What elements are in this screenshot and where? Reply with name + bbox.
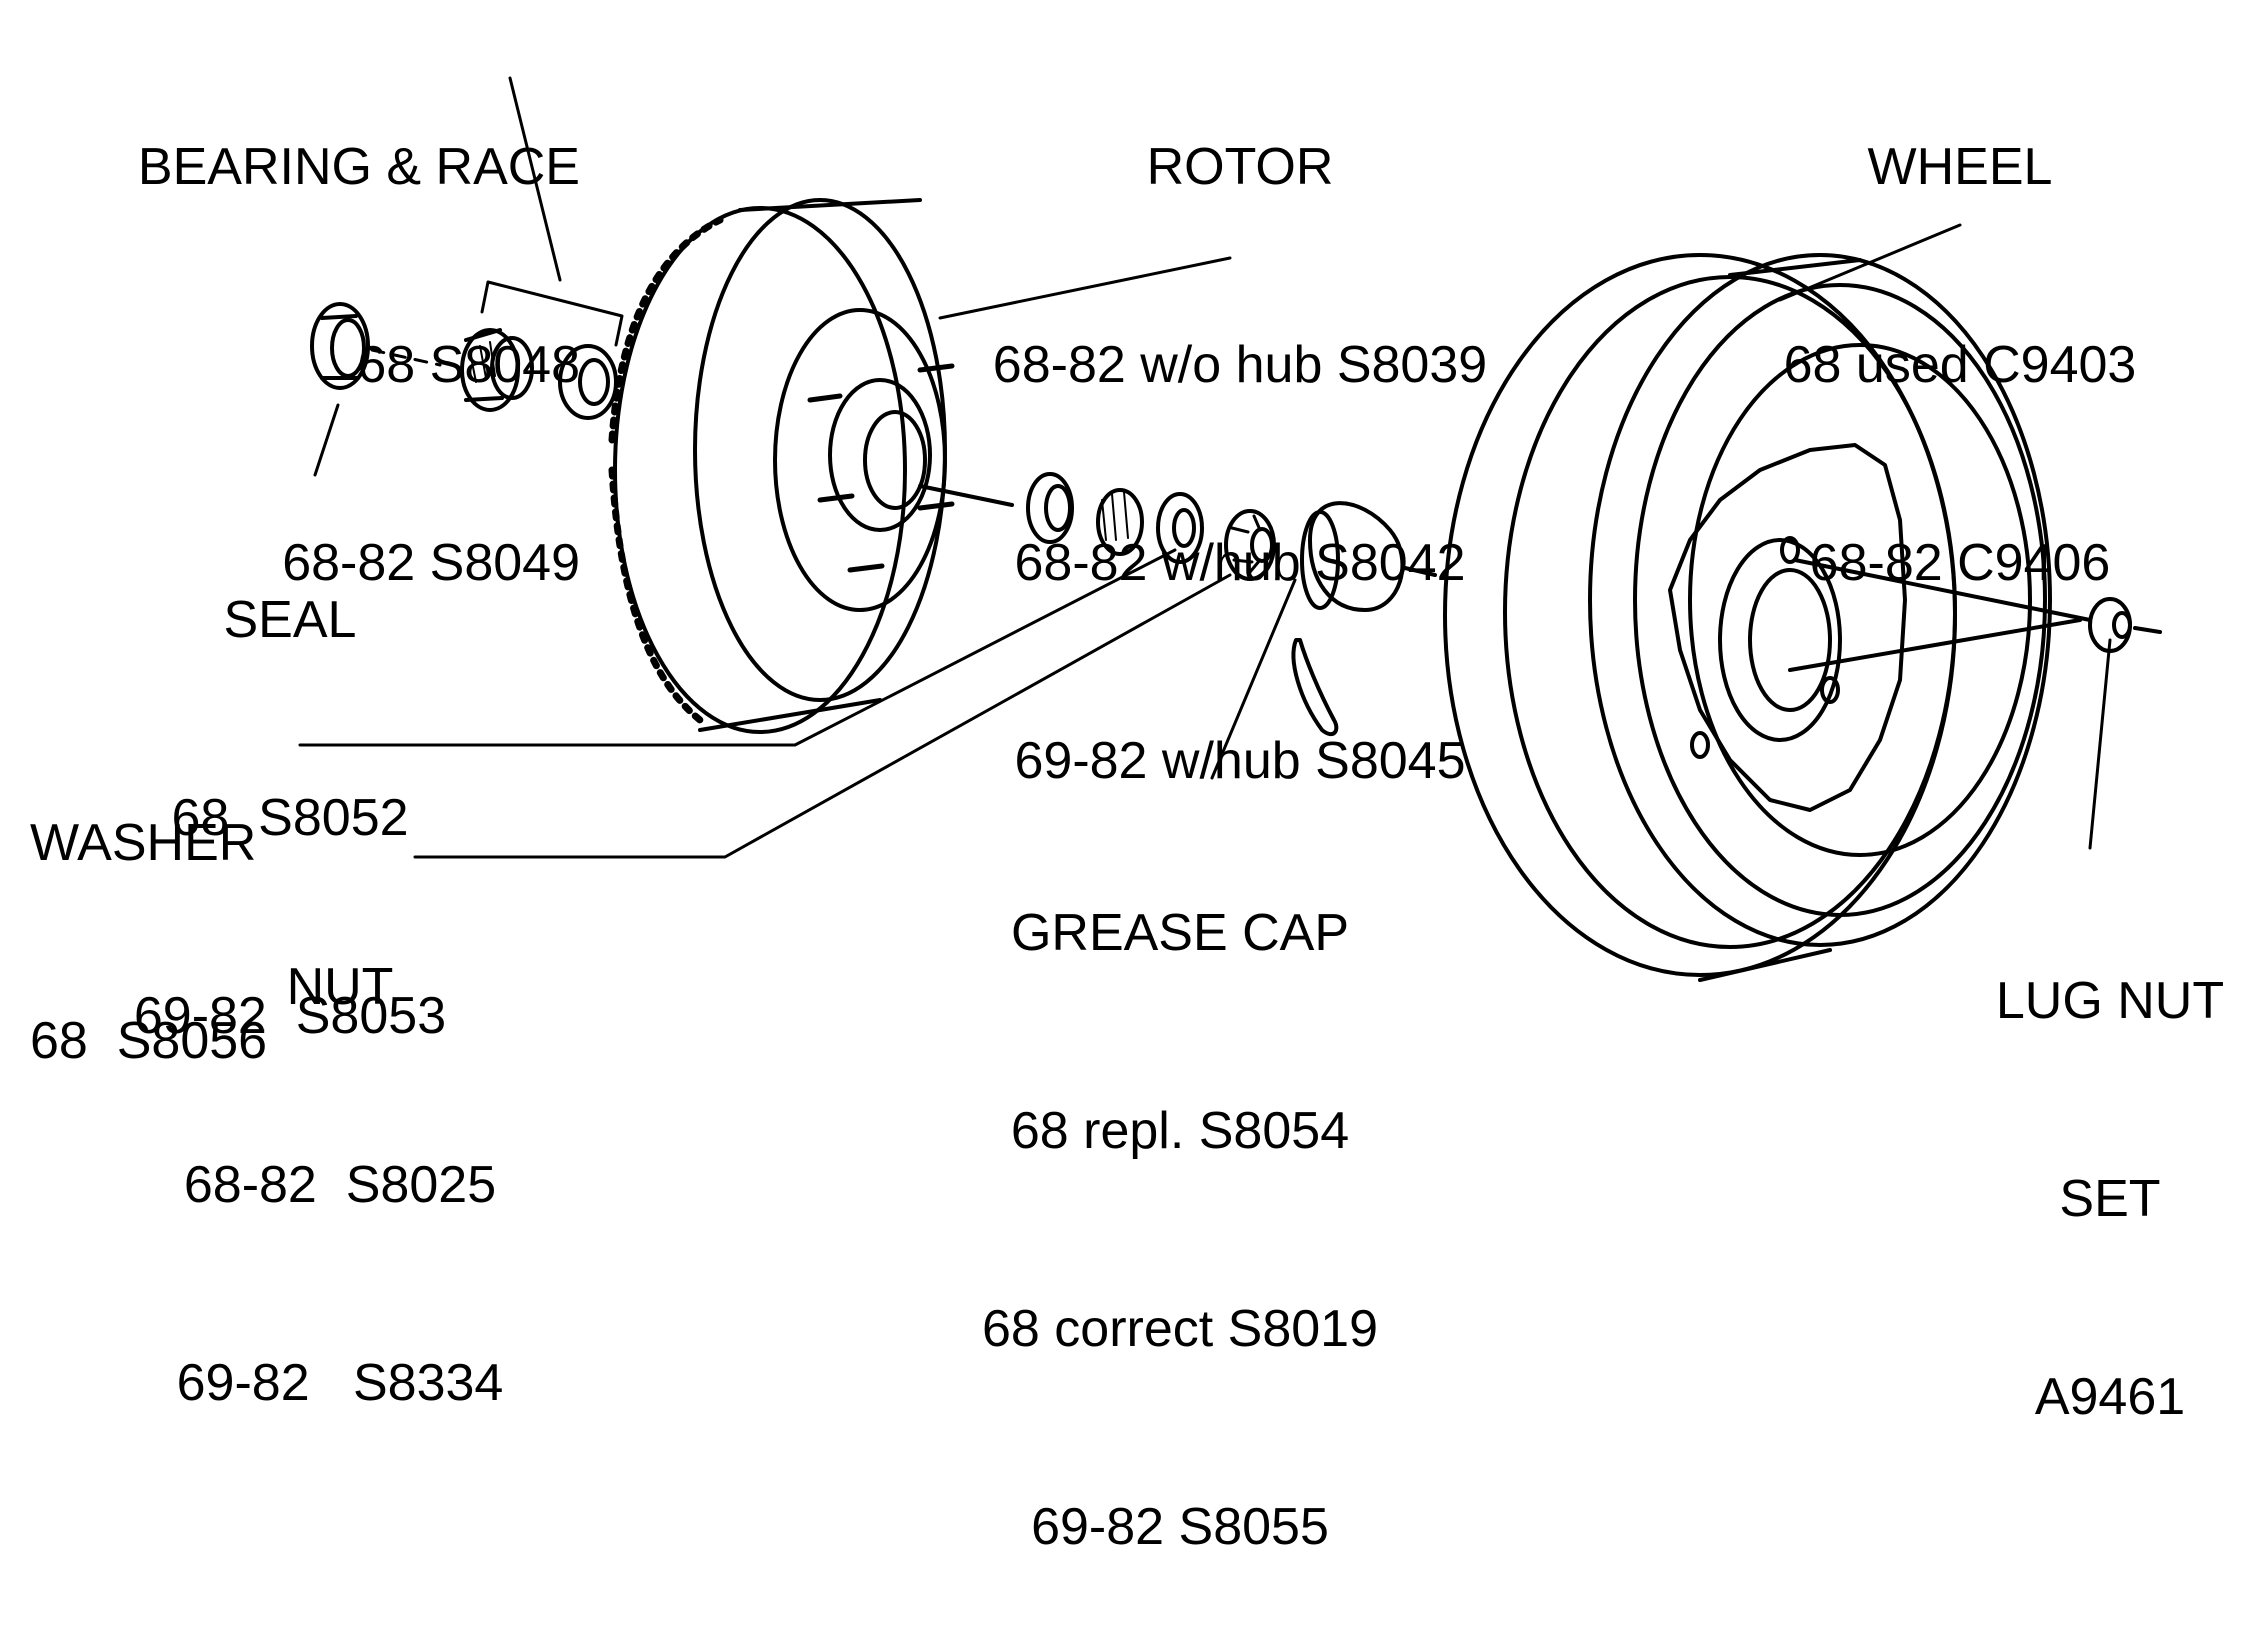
leader-grease-cap — [1210, 578, 1297, 780]
lug-nut-line-2: A9461 — [2034, 1368, 2186, 1426]
grease-cap-line-1: 68 repl. S8054 — [1010, 1102, 1350, 1160]
seal-callout: SEAL 68 S8052 69-82 S8053 — [100, 455, 480, 1115]
leader-washer — [298, 548, 1177, 747]
nut-title: NUT — [286, 958, 394, 1016]
leader-lug-nut — [2088, 638, 2112, 850]
bearing-race-callout: BEARING & RACE 68 S8048 68-82 S8049 — [50, 2, 580, 662]
wheel-line-1: 68 used C9403 — [1783, 336, 2137, 394]
rotor-part — [608, 198, 1014, 734]
wheel-line-2: 68-82 C9406 — [1809, 534, 2111, 592]
grease-cap-part — [1300, 501, 1437, 612]
grease-cap-title: GREASE CAP — [1010, 904, 1350, 962]
seal-part — [310, 302, 370, 390]
washer-title: WASHER — [30, 814, 257, 872]
wheel-part — [1443, 253, 2092, 982]
lug-nut-line-1: SET — [2059, 1170, 2161, 1228]
seal-line-1: 68 S8052 — [171, 789, 409, 847]
lug-nut-callout: LUG NUT SET A9461 — [1975, 836, 2245, 1496]
rotor-title: ROTOR — [1146, 138, 1334, 196]
outer-bearing-part — [1026, 472, 1204, 564]
leader-bearing-bracket — [480, 280, 624, 347]
lug-nut-title: LUG NUT — [1995, 972, 2225, 1030]
rotor-callout: ROTOR 68-82 w/o hub S8039 68-82 w/hub S8… — [880, 2, 1600, 860]
bearing-race-title: BEARING & RACE — [137, 138, 580, 196]
leader-bearing — [508, 76, 562, 282]
rotor-line-1: 68-82 w/o hub S8039 — [992, 336, 1488, 394]
grease-cap-line-2: 68 correct S8019 — [981, 1300, 1379, 1358]
cotter-pin-part — [1291, 638, 1339, 737]
bearing-race-line-1: 68 S8048 — [357, 336, 580, 394]
nut-line-2: 69-82 S8334 — [176, 1354, 504, 1412]
exploded-view-drawing — [298, 76, 2162, 982]
leader-rotor — [938, 256, 1232, 320]
bearing-race-line-2: 68-82 S8049 — [282, 534, 580, 592]
seal-title: SEAL — [223, 591, 357, 649]
wheel-title: WHEEL — [1867, 138, 2053, 196]
castle-nut-part — [1224, 509, 1276, 581]
rotor-line-3: 69-82 w/hub S8045 — [1014, 732, 1466, 790]
leader-seal — [313, 403, 340, 477]
nut-line-1: 68-82 S8025 — [183, 1156, 497, 1214]
grease-cap-line-3: 69-82 S8055 — [1031, 1498, 1329, 1556]
leader-nut — [413, 573, 1232, 859]
wheel-callout: WHEEL 68 used C9403 68-82 C9406 — [1740, 2, 2180, 662]
lug-nut-part — [2088, 597, 2162, 653]
rotor-line-2: 68-82 w/hub S8042 — [1014, 534, 1466, 592]
axis-dash-seal — [370, 348, 442, 367]
nut-callout: NUT 68-82 S8025 69-82 S8334 — [150, 822, 530, 1482]
grease-cap-callout: GREASE CAP 68 repl. S8054 68 correct S80… — [940, 768, 1420, 1626]
